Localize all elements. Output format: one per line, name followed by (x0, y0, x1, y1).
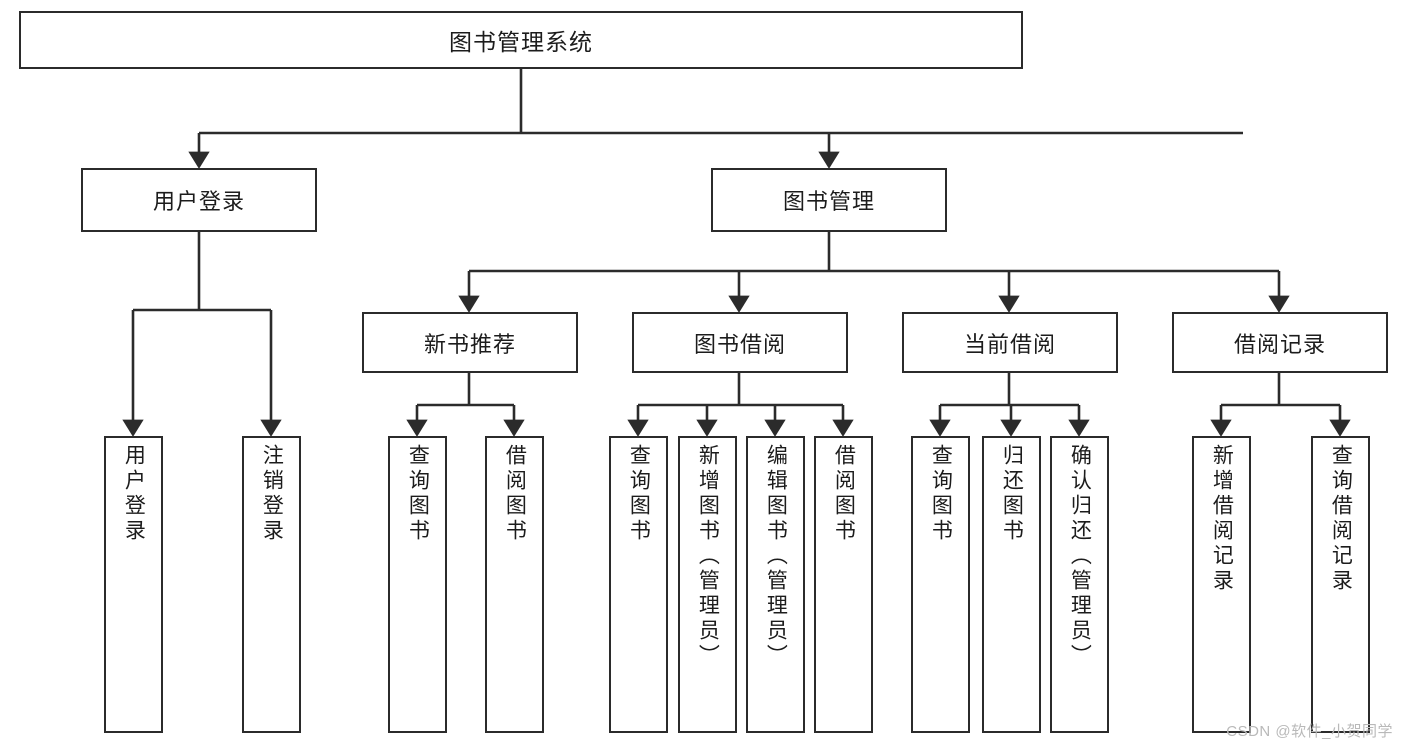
node-label: 借阅图书 (832, 444, 856, 544)
leaf-logout[interactable]: 注销登录 (242, 436, 301, 733)
leaf-query-borrow-record[interactable]: 查询借阅记录 (1311, 436, 1370, 733)
node-label: 查询图书 (627, 444, 651, 544)
node-label: 新增借阅记录 (1210, 444, 1234, 594)
node-label: 新书推荐 (423, 331, 516, 357)
node-label: 归还图书 (1000, 444, 1024, 544)
leaf-borrow-book[interactable]: 借阅图书 (814, 436, 873, 733)
node-label: 新增图书（管理员） (696, 444, 720, 669)
node-label: 借阅记录 (1233, 331, 1326, 357)
node-label: 注销登录 (260, 444, 284, 544)
node-label: 图书管理 (782, 189, 875, 214)
leaf-query-book-borrow[interactable]: 查询图书 (609, 436, 668, 733)
node-book-borrow[interactable]: 图书借阅 (632, 312, 848, 373)
node-label: 查询借阅记录 (1329, 444, 1353, 594)
leaf-query-book-current[interactable]: 查询图书 (911, 436, 970, 733)
node-label: 用户登录 (152, 189, 245, 214)
node-borrow-records[interactable]: 借阅记录 (1172, 312, 1388, 373)
node-label: 查询图书 (929, 444, 953, 544)
node-label: 图书管理系统 (449, 29, 593, 55)
leaf-edit-book-admin[interactable]: 编辑图书（管理员） (746, 436, 805, 733)
leaf-user-login[interactable]: 用户登录 (104, 436, 163, 733)
node-root-system[interactable]: 图书管理系统 (19, 11, 1023, 69)
leaf-add-borrow-record[interactable]: 新增借阅记录 (1192, 436, 1251, 733)
leaf-borrow-book-recommend[interactable]: 借阅图书 (485, 436, 544, 733)
node-label: 查询图书 (406, 444, 430, 544)
leaf-query-book-recommend[interactable]: 查询图书 (388, 436, 447, 733)
leaf-confirm-return-admin[interactable]: 确认归还（管理员） (1050, 436, 1109, 733)
leaf-add-book-admin[interactable]: 新增图书（管理员） (678, 436, 737, 733)
node-book-management[interactable]: 图书管理 (711, 168, 947, 232)
node-label: 用户登录 (122, 444, 146, 544)
leaf-return-book[interactable]: 归还图书 (982, 436, 1041, 733)
node-label: 图书借阅 (693, 331, 786, 357)
node-current-borrow[interactable]: 当前借阅 (902, 312, 1118, 373)
node-label: 借阅图书 (503, 444, 527, 544)
node-label: 编辑图书（管理员） (764, 444, 788, 669)
node-new-book-recommend[interactable]: 新书推荐 (362, 312, 578, 373)
watermark: CSDN @软件_小贺同学 (1226, 723, 1393, 740)
node-label: 当前借阅 (963, 331, 1056, 357)
node-user-login[interactable]: 用户登录 (81, 168, 317, 232)
node-label: 确认归还（管理员） (1068, 444, 1092, 669)
